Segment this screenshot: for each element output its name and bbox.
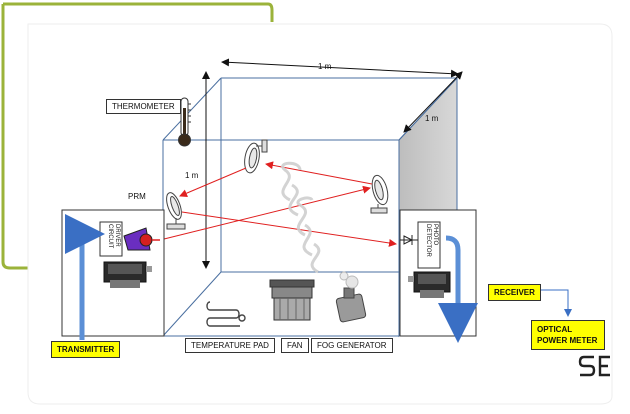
laser-source-icon <box>123 227 160 251</box>
receiver-stage-icon <box>408 271 451 298</box>
dim-height-label: 1 m <box>185 171 199 180</box>
transmitter-stage-icon <box>103 261 152 288</box>
temperature-pad-icon <box>206 301 246 327</box>
fan-icon <box>269 279 315 321</box>
receiver-label: RECEIVER <box>488 284 541 301</box>
transmitter-fiber <box>65 214 105 340</box>
photo-detector-box <box>417 221 441 269</box>
frame-decoration <box>3 2 274 22</box>
thermometer-label: THERMOMETER <box>106 99 181 114</box>
dim-depth-label: 1 m <box>425 114 439 123</box>
dim-top-label: 1 m <box>318 62 332 71</box>
temperature-pad-label: TEMPERATURE PAD <box>185 338 275 353</box>
logo-mark <box>578 355 610 377</box>
meter-connector <box>538 289 572 317</box>
photodiode-icon <box>400 235 418 245</box>
optical-power-meter-label: OPTICAL POWER METER <box>531 320 605 350</box>
prm-label: PRM <box>128 192 146 201</box>
driver-circuit-label: DRIVER CIRCUIT <box>107 224 120 249</box>
photo-detector-label: PHOTO DETECTOR <box>425 224 438 257</box>
mirror-left-icon <box>166 192 186 230</box>
fog-generator-label: FOG GENERATOR <box>311 338 393 353</box>
mirror-right-icon <box>370 174 389 214</box>
fan-label: FAN <box>281 338 309 353</box>
thermometer-icon <box>178 97 191 147</box>
fog-generator-icon <box>335 271 367 323</box>
mirror-top-icon <box>244 139 268 174</box>
fog-icon <box>281 161 321 274</box>
dim-depth-arrow <box>403 71 463 133</box>
receiver-fiber <box>438 235 478 343</box>
transmitter-label: TRANSMITTER <box>51 341 121 358</box>
